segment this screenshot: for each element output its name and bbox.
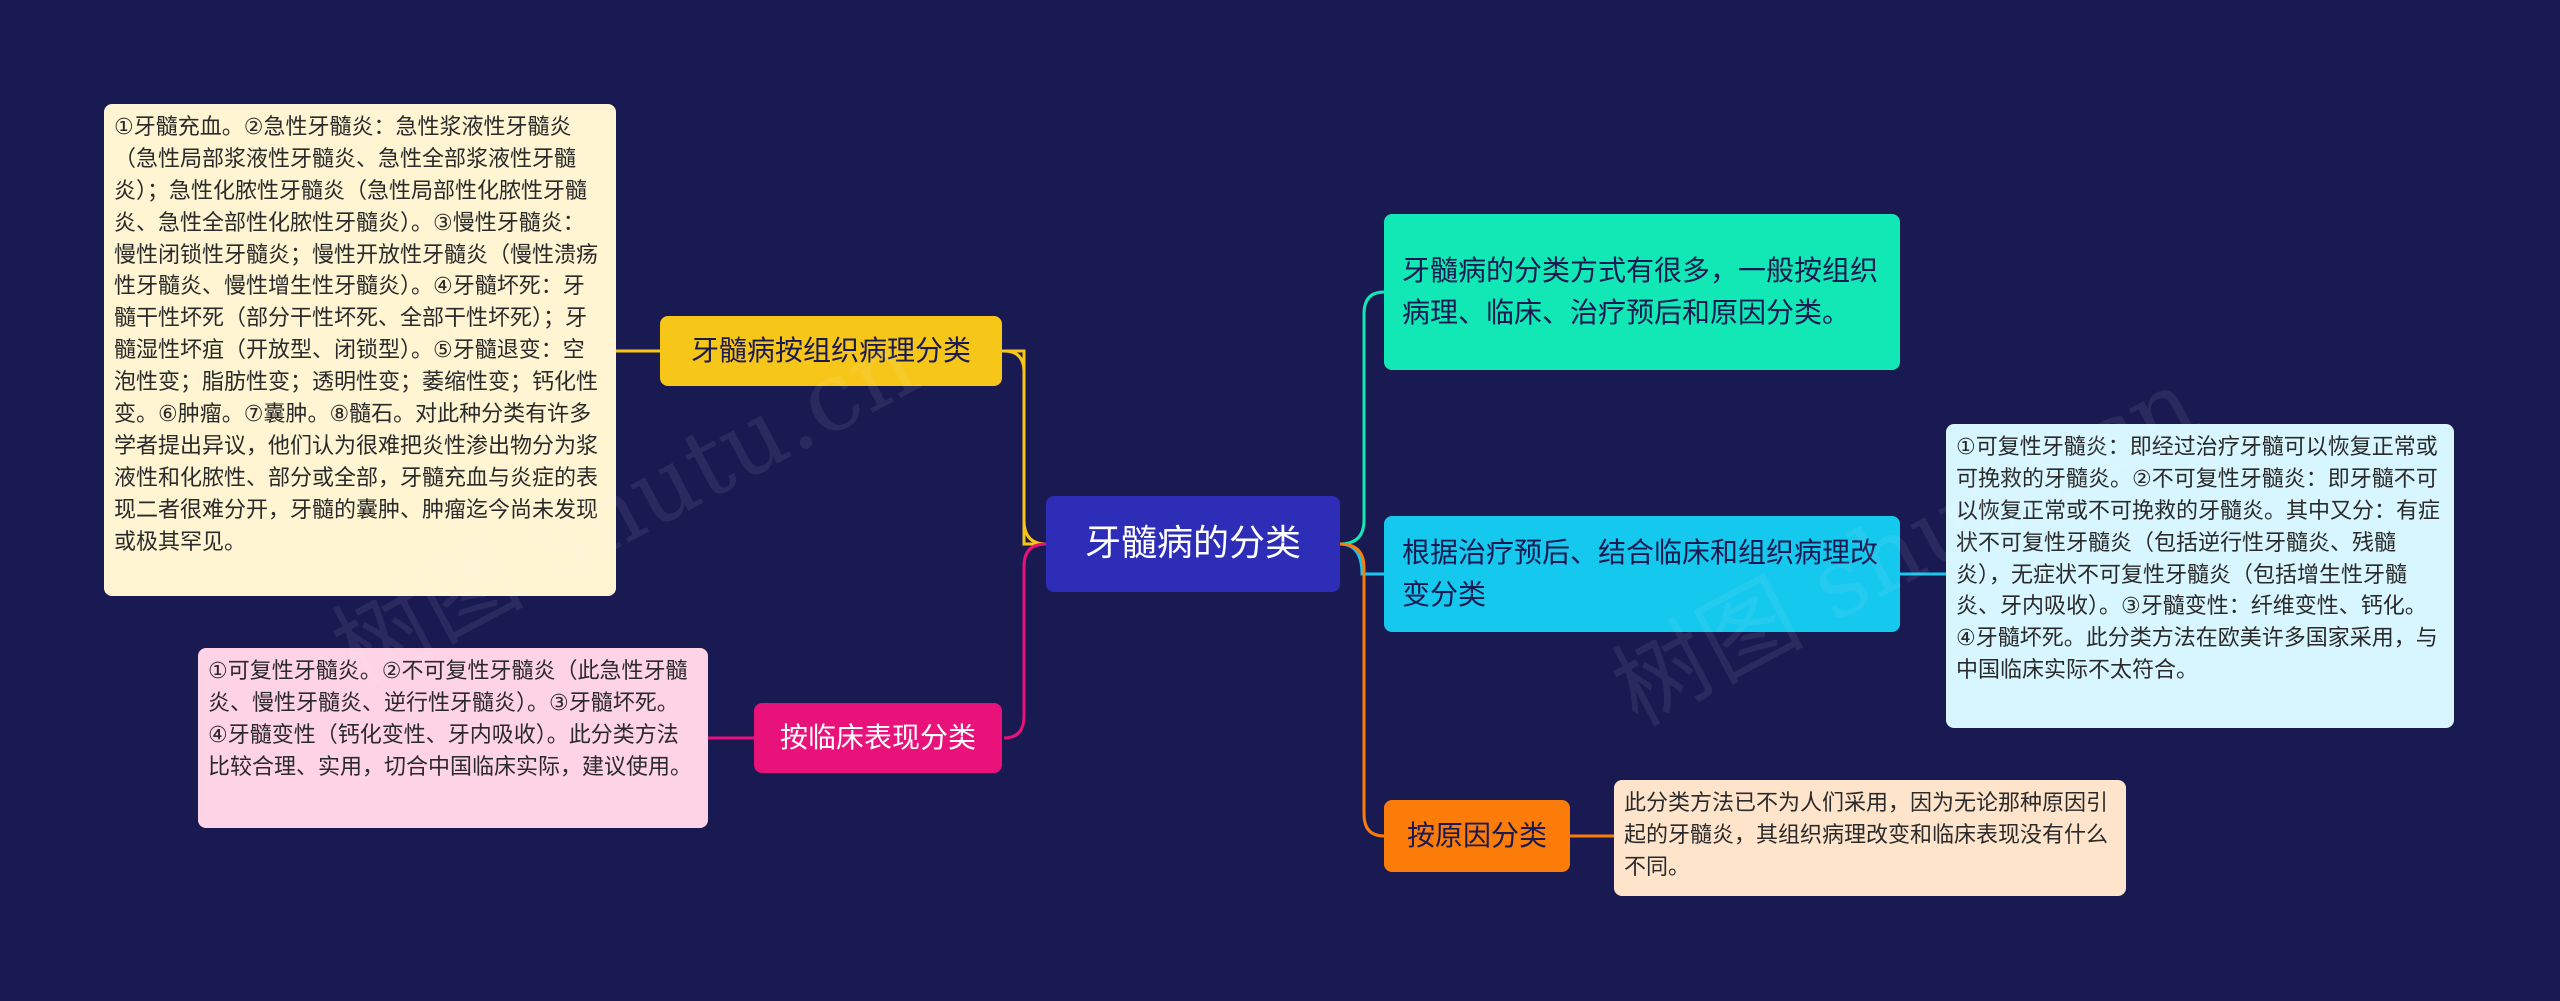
branch-pathology-classification[interactable]: 牙髓病按组织病理分类 <box>660 316 1002 386</box>
leaf-cause-details[interactable]: 此分类方法已不为人们采用，因为无论那种原因引起的牙髓炎，其组织病理改变和临床表现… <box>1614 780 2126 896</box>
branch-overview[interactable]: 牙髓病的分类方式有很多，一般按组织病理、临床、治疗预后和原因分类。 <box>1384 214 1900 370</box>
leaf-pathology-details[interactable]: ①牙髓充血。②急性牙髓炎：急性浆液性牙髓炎（急性局部浆液性牙髓炎、急性全部浆液性… <box>104 104 616 596</box>
branch-clinical-classification[interactable]: 按临床表现分类 <box>754 703 1002 773</box>
link-center-overview <box>1339 290 1385 546</box>
leaf-clinical-details[interactable]: ①可复性牙髓炎。②不可复性牙髓炎（此急性牙髓炎、慢性牙髓炎、逆行性牙髓炎）。③牙… <box>198 648 708 828</box>
central-topic[interactable]: 牙髓病的分类 <box>1046 496 1340 592</box>
branch-prognosis-classification[interactable]: 根据治疗预后、结合临床和组织病理改变分类 <box>1384 516 1900 632</box>
branch-cause-classification[interactable]: 按原因分类 <box>1384 800 1570 872</box>
link-center-cause <box>1339 542 1385 838</box>
link-center-clinical <box>1003 542 1047 740</box>
link-center-pathology-curve <box>1003 349 1047 546</box>
leaf-prognosis-details[interactable]: ①可复性牙髓炎：即经过治疗牙髓可以恢复正常或可挽救的牙髓炎。②不可复性牙髓炎：即… <box>1946 424 2454 728</box>
